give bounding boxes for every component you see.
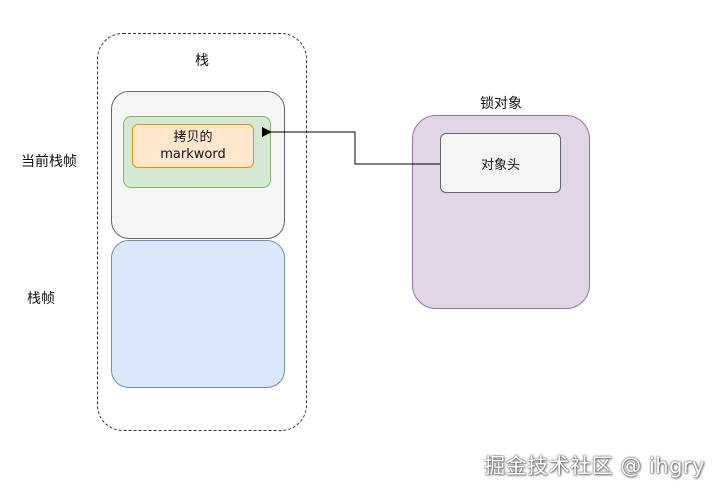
copied-markword-line1: 拷贝的 [173,130,213,145]
stack-container[interactable] [97,33,307,431]
copied-markword-line2: markword [160,147,226,162]
stack-frame-box[interactable] [111,240,285,388]
watermark: 掘金技术社区 @ ihgry [484,454,705,478]
object-header-label: 对象头 [480,157,520,173]
copied-markword-box[interactable]: 拷贝的 markword [132,124,254,168]
stack-title: 栈 [195,53,209,69]
frame-label: 栈帧 [27,291,55,307]
object-header-box[interactable]: 对象头 [440,133,561,193]
lock-object-title: 锁对象 [480,96,522,112]
pointer-line [280,131,440,165]
current-frame-label: 当前栈帧 [21,154,77,170]
